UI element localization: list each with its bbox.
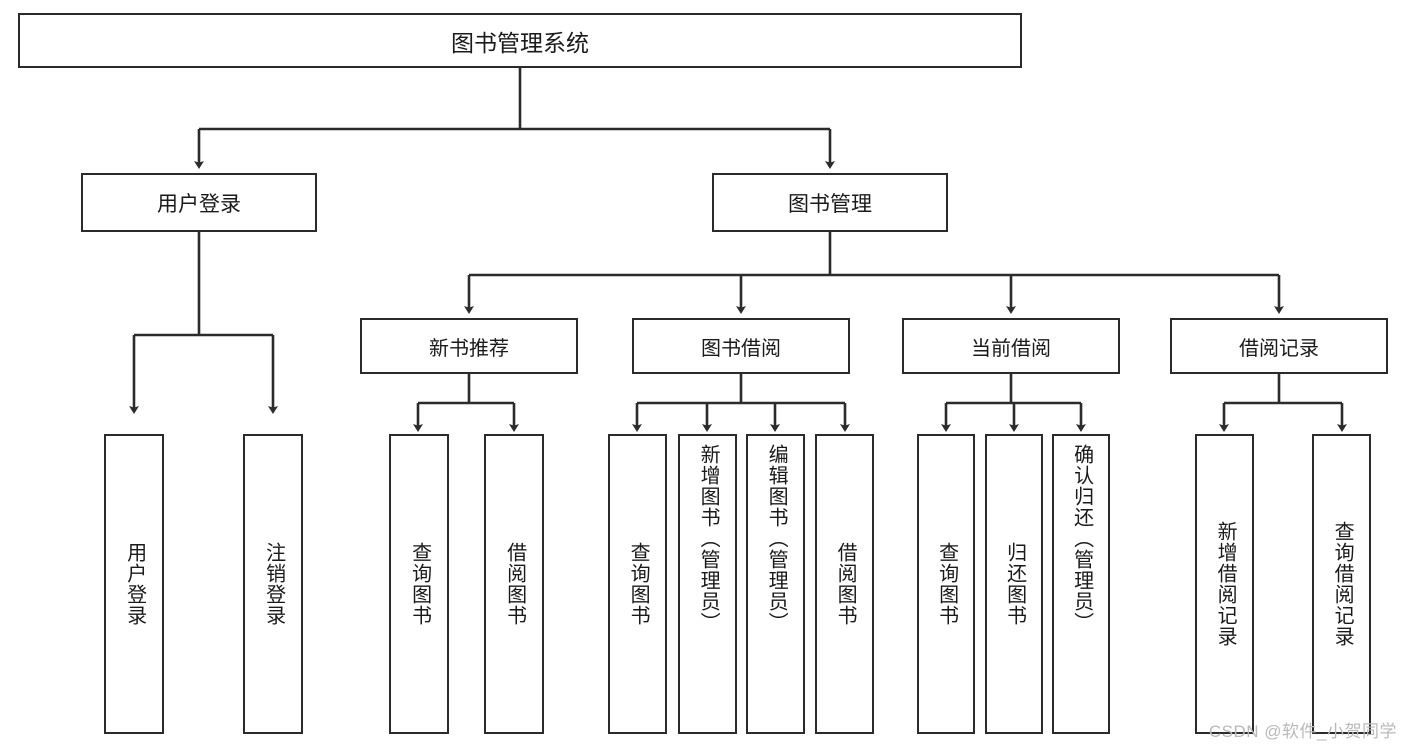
leaf-query-book-3[interactable]: 查询图书: [917, 434, 975, 734]
leaf-edit-book-admin[interactable]: 编辑图书（管理员）: [746, 434, 805, 734]
leaf-borrow-book-2[interactable]: 借阅图书: [815, 434, 874, 734]
leaf-label: 注销登录: [262, 542, 285, 626]
leaf-label: 查询借阅记录: [1331, 521, 1354, 647]
leaf-label: 新增借阅记录: [1214, 521, 1237, 647]
leaf-label: 归还图书: [1003, 542, 1026, 626]
leaf-label: 新增图书（管理员）: [697, 444, 720, 633]
leaf-query-borrow-record[interactable]: 查询借阅记录: [1312, 434, 1371, 734]
leaf-label: 查询图书: [408, 542, 431, 626]
node-new-book-recommend[interactable]: 新书推荐: [360, 318, 578, 374]
node-current-borrow[interactable]: 当前借阅: [902, 318, 1120, 374]
leaf-logout-login[interactable]: 注销登录: [243, 434, 303, 734]
node-user-login[interactable]: 用户登录: [81, 173, 317, 232]
node-label: 图书管理: [788, 192, 872, 216]
node-root-system[interactable]: 图书管理系统: [18, 13, 1022, 68]
leaf-label: 确认归还（管理员）: [1070, 444, 1093, 633]
leaf-label: 借阅图书: [503, 542, 526, 626]
leaf-add-borrow-record[interactable]: 新增借阅记录: [1195, 434, 1254, 734]
node-label: 用户登录: [157, 192, 241, 216]
csdn-watermark: CSDN @软件_小贺同学: [1208, 722, 1397, 741]
leaf-label: 查询图书: [935, 542, 958, 626]
leaf-label: 查询图书: [627, 542, 650, 626]
node-label: 图书管理系统: [451, 29, 589, 56]
leaf-label: 用户登录: [123, 542, 146, 626]
leaf-query-book-2[interactable]: 查询图书: [608, 434, 667, 734]
node-label: 当前借阅: [971, 337, 1051, 360]
leaf-borrow-book-1[interactable]: 借阅图书: [484, 434, 544, 734]
leaf-confirm-return-admin[interactable]: 确认归还（管理员）: [1052, 434, 1110, 734]
node-label: 新书推荐: [429, 337, 509, 360]
node-label: 借阅记录: [1239, 337, 1319, 360]
node-book-borrow[interactable]: 图书借阅: [632, 318, 850, 374]
leaf-label: 借阅图书: [834, 542, 857, 626]
node-label: 图书借阅: [701, 337, 781, 360]
node-book-manage[interactable]: 图书管理: [712, 173, 948, 232]
leaf-add-book-admin[interactable]: 新增图书（管理员）: [678, 434, 737, 734]
leaf-user-login[interactable]: 用户登录: [104, 434, 164, 734]
leaf-label: 编辑图书（管理员）: [765, 444, 788, 633]
leaf-query-book-1[interactable]: 查询图书: [389, 434, 449, 734]
node-borrow-record[interactable]: 借阅记录: [1170, 318, 1388, 374]
leaf-return-book[interactable]: 归还图书: [985, 434, 1043, 734]
